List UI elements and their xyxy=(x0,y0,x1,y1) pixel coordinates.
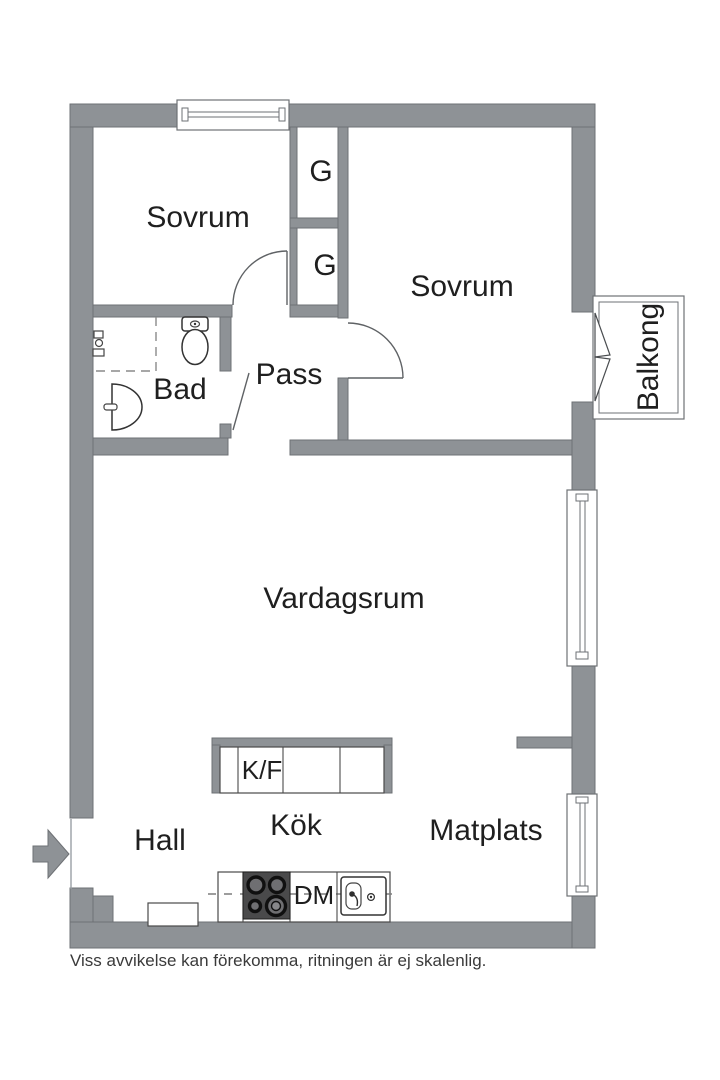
wall-bedroom1-closet xyxy=(289,126,298,306)
wall-living-top-right xyxy=(289,439,573,456)
wall-pass-bedroom2-lower xyxy=(337,377,349,441)
counter-fridge-freezer xyxy=(219,746,385,794)
closet-label-g1: G xyxy=(309,155,333,188)
shower-area-outline xyxy=(95,317,157,372)
bathroom-door xyxy=(232,372,250,431)
window-livingroom-right xyxy=(566,489,598,667)
room-label-hall: Hall xyxy=(134,824,186,857)
room-label-kok: Kök xyxy=(270,809,322,842)
room-label-sovrum-1: Sovrum xyxy=(146,201,250,234)
wall-right-mid2 xyxy=(571,662,596,798)
wall-bath-right-stub xyxy=(219,423,232,439)
disclaimer-caption: Viss avvikelse kan förekomma, ritningen … xyxy=(70,951,487,970)
kitchen-sink-icon xyxy=(340,876,387,916)
wall-right-lower xyxy=(571,892,596,949)
wall-right-upper xyxy=(571,126,596,313)
wall-bath-top xyxy=(92,304,233,318)
bathroom-fixtures xyxy=(92,316,209,431)
balcony-outline xyxy=(592,295,685,420)
toilet-icon xyxy=(181,316,209,366)
bedroom2-door xyxy=(347,322,404,379)
room-label-sovrum-2: Sovrum xyxy=(410,270,514,303)
balcony xyxy=(592,295,685,420)
wall-living-top-left xyxy=(92,437,229,456)
wall-kitchen-counter-left xyxy=(211,744,221,794)
appliance-label-dm: DM xyxy=(293,880,335,910)
doors xyxy=(70,250,404,889)
wall-top xyxy=(69,103,596,128)
entrance-arrow-icon xyxy=(32,828,70,880)
wall-closet-bedroom2 xyxy=(337,126,349,319)
balcony-door-leaf-top xyxy=(594,312,611,358)
wall-right-mid1 xyxy=(571,401,596,494)
windows xyxy=(176,99,598,897)
room-label-bad: Bad xyxy=(153,373,207,406)
bathroom-sink-icon xyxy=(103,383,143,431)
room-label-balkong: Balkong xyxy=(632,302,665,412)
wall-dining-stub xyxy=(516,736,573,749)
balcony-door-leaf-bottom xyxy=(594,356,611,402)
wall-kitchen-counter-back xyxy=(211,737,393,748)
room-label-pass: Pass xyxy=(255,358,323,391)
wall-bath-right xyxy=(219,316,232,372)
wall-kitchen-counter-right xyxy=(383,744,393,794)
window-bedroom1-top xyxy=(176,99,290,131)
hall-cabinet xyxy=(147,902,199,927)
appliance-label-kf: K/F xyxy=(241,755,283,785)
kitchen xyxy=(147,746,400,927)
closet-label-g2: G xyxy=(313,249,337,282)
wall-left xyxy=(69,126,94,819)
water-valve-icon xyxy=(92,330,105,357)
walls xyxy=(69,103,596,949)
stove-icon xyxy=(242,871,291,920)
room-label-vardagsrum: Vardagsrum xyxy=(263,582,425,615)
bedroom1-door xyxy=(232,250,288,306)
room-label-matplats: Matplats xyxy=(429,814,543,847)
window-dining-right xyxy=(566,793,598,897)
